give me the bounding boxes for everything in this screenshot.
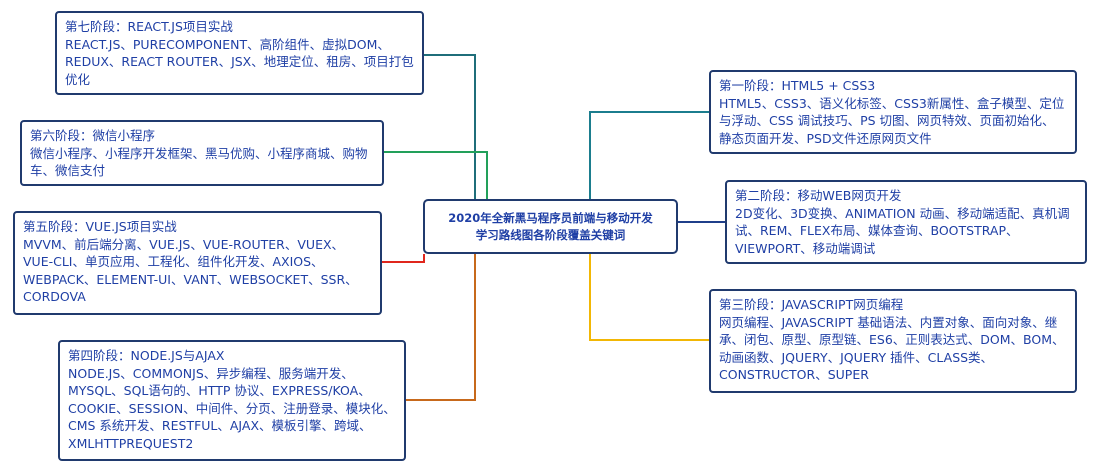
stage-3-title: 第三阶段：JAVASCRIPT网页编程 [719, 297, 904, 312]
connector-stage-3 [589, 254, 709, 341]
stage-6-box: 第六阶段：微信小程序 微信小程序、小程序开发框架、黑马优购、小程序商城、购物车、… [20, 120, 384, 186]
stage-1-box: 第一阶段：HTML5 + CSS3 HTML5、CSS3、语义化标签、CSS3新… [709, 70, 1077, 154]
center-topic: 2020年全新黑马程序员前端与移动开发 学习路线图各阶段覆盖关键词 [423, 199, 678, 254]
stage-5-keywords: MVVM、前后端分离、VUE.JS、VUE-ROUTER、VUEX、VUE-CL… [23, 236, 358, 305]
stage-1-title: 第一阶段：HTML5 + CSS3 [719, 78, 876, 93]
stage-6-keywords: 微信小程序、小程序开发框架、黑马优购、小程序商城、购物车、微信支付 [30, 145, 368, 179]
stage-5-title: 第五阶段：VUE.JS项目实战 [23, 219, 177, 234]
stage-7-keywords: REACT.JS、PURECOMPONENT、高阶组件、虚拟DOM、REDUX、… [65, 36, 414, 87]
stage-4-box: 第四阶段：NODE.JS与AJAX NODE.JS、COMMONJS、异步编程、… [58, 340, 406, 461]
center-topic-line-2: 学习路线图各阶段覆盖关键词 [475, 227, 626, 242]
stage-4-keywords: NODE.JS、COMMONJS、异步编程、服务端开发、MYSQL、SQL语句的… [68, 365, 396, 451]
connector-stage-4 [406, 254, 476, 401]
stage-7-title: 第七阶段：REACT.JS项目实战 [65, 19, 233, 34]
stage-6-title: 第六阶段：微信小程序 [30, 128, 156, 143]
connector-stage-6 [384, 151, 488, 199]
stage-1-keywords: HTML5、CSS3、语义化标签、CSS3新属性、盒子模型、定位与浮动、CSS … [719, 95, 1065, 146]
stage-2-keywords: 2D变化、3D变换、ANIMATION 动画、移动端适配、真机调试、REM、FL… [735, 205, 1070, 256]
stage-3-keywords: 网页编程、JAVASCRIPT 基础语法、内置对象、面向对象、继承、闭包、原型、… [719, 314, 1065, 383]
connector-stage-5 [382, 254, 425, 263]
center-topic-line-1: 2020年全新黑马程序员前端与移动开发 [448, 210, 653, 225]
stage-2-box: 第二阶段：移动WEB网页开发 2D变化、3D变换、ANIMATION 动画、移动… [725, 180, 1087, 264]
stage-2-title: 第二阶段：移动WEB网页开发 [735, 188, 902, 203]
connector-stage-7 [424, 54, 476, 199]
stage-4-title: 第四阶段：NODE.JS与AJAX [68, 348, 225, 363]
stage-7-box: 第七阶段：REACT.JS项目实战 REACT.JS、PURECOMPONENT… [55, 11, 424, 95]
connector-stage-1 [589, 111, 709, 199]
stage-3-box: 第三阶段：JAVASCRIPT网页编程 网页编程、JAVASCRIPT 基础语法… [709, 289, 1077, 393]
stage-5-box: 第五阶段：VUE.JS项目实战 MVVM、前后端分离、VUE.JS、VUE-RO… [13, 211, 382, 315]
